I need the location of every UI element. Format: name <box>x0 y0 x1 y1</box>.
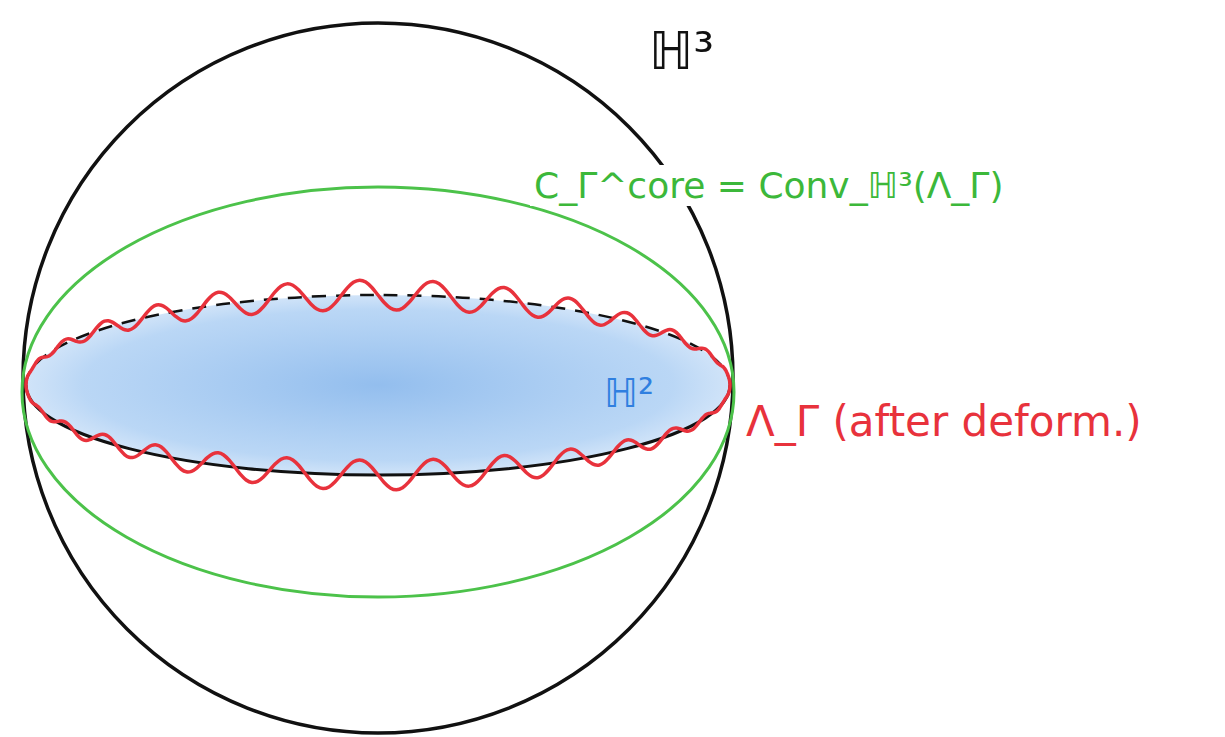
limit-set-curve <box>26 280 730 490</box>
plane-disk <box>26 295 730 475</box>
space-label: ℍ³ <box>645 22 718 82</box>
plane-label: ℍ² <box>600 370 658 416</box>
convex-core-label: C_Γ^core = Conv_ℍ³(Λ_Γ) <box>530 165 1007 206</box>
convex-core-outline <box>22 187 734 597</box>
limit-set-label: Λ_Γ (after deform.) <box>742 398 1146 446</box>
ball-boundary <box>23 23 733 733</box>
